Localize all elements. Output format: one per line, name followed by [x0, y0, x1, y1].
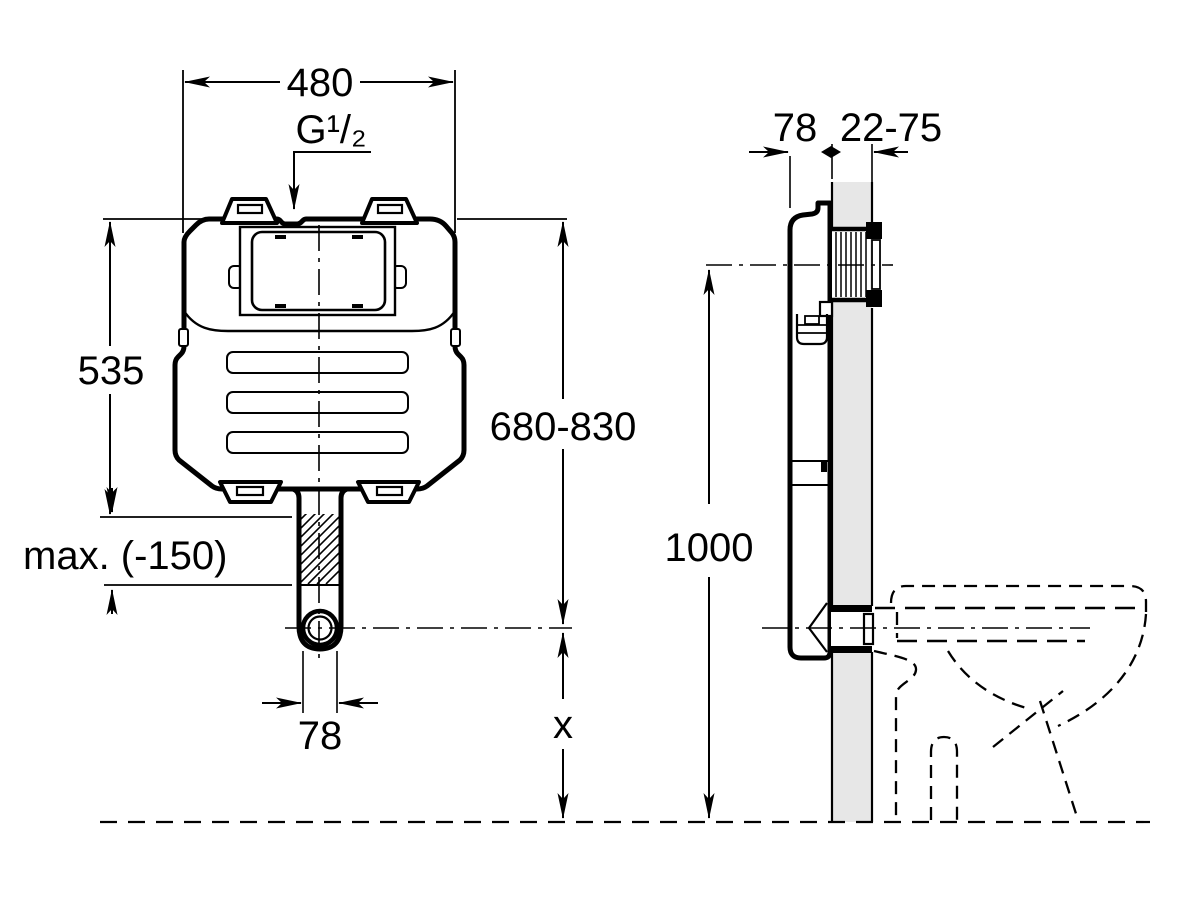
wall-thickness-label: 22-75	[840, 106, 942, 150]
sleeve-cap-top	[866, 222, 882, 239]
dimension-outlet-to-floor: x	[553, 632, 573, 819]
mounting-tab-top-right	[360, 197, 419, 225]
access-panel	[228, 225, 407, 317]
outlet-to-floor-label: x	[553, 703, 573, 747]
tab-slot	[235, 485, 265, 497]
sleeve-step	[818, 300, 834, 318]
shared-dimension-point	[821, 146, 841, 158]
front-width-label: 480	[287, 61, 354, 105]
body-clip-right	[450, 328, 461, 347]
toilet-bowl-inner	[947, 650, 1031, 711]
toilet-pedestal-front	[873, 649, 918, 820]
toilet-bowl-outer	[1057, 613, 1148, 728]
panel-corner-marks	[275, 235, 363, 308]
tab-slots	[235, 203, 404, 497]
side-body-seams	[792, 460, 828, 486]
toilet-trap	[929, 735, 959, 820]
flush-pipe	[290, 486, 350, 652]
body-slots	[226, 351, 409, 454]
body-slot	[226, 391, 409, 414]
internal-bracket	[795, 314, 829, 346]
centerlines	[285, 225, 1090, 663]
outlet-spigot	[830, 605, 875, 653]
side-view	[787, 182, 1148, 822]
body-clip-left	[178, 328, 189, 347]
mounting-tab-bottom-right	[356, 480, 421, 504]
tab-slot	[375, 485, 404, 497]
depth-label: 78	[773, 106, 818, 150]
inlet-thread-callout: G¹/₂	[288, 108, 371, 210]
dimension-depth-and-wall: 78 22-75	[749, 106, 942, 221]
dimension-width-480: 480	[182, 61, 456, 233]
mounting-tab-bottom-left	[218, 480, 283, 504]
body-slot	[226, 431, 409, 454]
dimension-height-range: 680-830	[457, 218, 637, 625]
inlet-sleeve	[818, 222, 882, 318]
tank-height-label: 535	[78, 349, 145, 393]
front-view	[172, 197, 467, 652]
toilet-outline	[873, 584, 1148, 821]
height-range-label: 680-830	[490, 405, 637, 449]
inlet-thread-label: G¹/₂	[295, 108, 366, 152]
pipe-hatching	[301, 514, 339, 584]
flush-pipe-outline	[290, 486, 350, 652]
sleeve-cap-bottom	[866, 290, 882, 307]
mounting-tab-top-left	[220, 197, 279, 225]
cistern-side-body	[787, 200, 833, 661]
body-slot	[226, 351, 409, 374]
tab-slot	[236, 203, 264, 215]
tab-slot	[376, 203, 404, 215]
dimension-inlet-height-1000: 1000	[665, 269, 754, 819]
pipe-cut-label: max. (-150)	[23, 534, 228, 578]
toilet-rim	[889, 584, 1148, 612]
mounting-tabs	[218, 197, 421, 504]
dimension-height-535: 535	[78, 218, 292, 518]
pipe-width-label: 78	[298, 714, 343, 758]
dimension-pipe-cut: max. (-150)	[23, 487, 292, 615]
dimension-pipe-width-78: 78	[262, 651, 378, 758]
body-contour-line	[183, 310, 456, 333]
inlet-height-label: 1000	[665, 526, 754, 570]
